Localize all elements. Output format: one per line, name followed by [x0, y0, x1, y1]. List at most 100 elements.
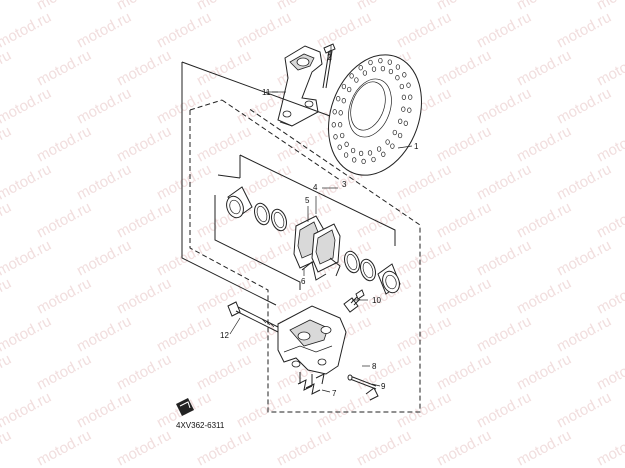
watermark-text: motod.ru — [434, 351, 494, 394]
watermark-text: motod.ru — [0, 9, 54, 52]
watermark-text: motod.ru — [74, 237, 134, 280]
seal-ring-right-1 — [344, 250, 360, 274]
watermark-text: motod.ru — [554, 161, 614, 204]
watermark-text: motod.ru — [474, 313, 534, 356]
leader-lines — [229, 50, 413, 393]
watermark-text: motod.ru — [394, 237, 454, 280]
watermark-text: motod.ru — [514, 427, 574, 468]
watermark-text: motod.ru — [594, 47, 625, 90]
watermark-text: motod.ru — [0, 47, 14, 90]
disc-hole — [408, 94, 413, 100]
disc-hole — [402, 72, 407, 78]
watermark-text: motod.ru — [74, 389, 134, 432]
watermark-text: motod.ru — [194, 351, 254, 394]
disc-hole — [388, 68, 394, 75]
watermark-text: motod.ru — [274, 123, 334, 166]
callout-5: 5 — [305, 196, 310, 205]
disc-hole — [337, 144, 342, 150]
callout-2: 2 — [327, 53, 332, 62]
disc-bolt — [322, 43, 336, 89]
disc-hole — [395, 75, 400, 81]
watermark-text: motod.ru — [0, 85, 54, 128]
callout-10: 10 — [372, 296, 381, 305]
watermark-text: motod.ru — [434, 123, 494, 166]
watermark-text: motod.ru — [34, 351, 94, 394]
watermark-text: motod.ru — [34, 199, 94, 242]
watermark-text: motod.ru — [0, 161, 54, 204]
disc-hole — [395, 64, 401, 70]
watermark-text: motod.ru — [194, 47, 254, 90]
disc-hole — [337, 122, 343, 128]
disc-hole — [340, 132, 345, 139]
piston-right — [377, 263, 401, 295]
disc-hole — [380, 65, 386, 72]
watermark-text: motod.ru — [554, 85, 614, 128]
disc-hole — [385, 139, 390, 145]
disc-hole — [397, 132, 403, 139]
diagram-code: 4XV362-6311 — [176, 421, 225, 430]
watermark-text: motod.ru — [594, 123, 625, 166]
watermark-text: motod.ru — [434, 427, 494, 468]
watermark-text: motod.ru — [594, 0, 625, 14]
watermark-text: motod.ru — [0, 199, 14, 242]
watermark-text: motod.ru — [434, 199, 494, 242]
watermark-text: motod.ru — [594, 351, 625, 394]
pin-clip — [365, 387, 379, 401]
disc-hole — [371, 156, 376, 163]
watermark-text: motod.ru — [474, 389, 534, 432]
watermark-text: motod.ru — [234, 237, 294, 280]
watermark-text: motod.ru — [154, 313, 214, 356]
callout-1: 1 — [414, 142, 419, 151]
watermark-text: motod.ru — [154, 9, 214, 52]
disc-hole — [403, 120, 408, 126]
watermark-text: motod.ru — [594, 275, 625, 318]
callout-9: 9 — [381, 382, 386, 391]
watermark-text: motod.ru — [554, 313, 614, 356]
disc-hole — [358, 150, 364, 157]
disc-hole — [399, 83, 404, 90]
watermark-text: motod.ru — [0, 275, 14, 318]
disc-hole — [368, 59, 373, 66]
watermark-text: motod.ru — [474, 237, 534, 280]
disc-hole — [350, 147, 356, 154]
callout-11: 11 — [262, 88, 271, 97]
watermark-text: motod.ru — [594, 427, 625, 468]
disc-hole — [331, 122, 336, 128]
watermark-text: motod.ru — [74, 161, 134, 204]
watermark-text: motod.ru — [0, 313, 54, 356]
caliper-bolt — [227, 301, 285, 335]
disc-hole — [381, 151, 386, 157]
watermark-text: motod.ru — [274, 427, 334, 468]
watermark-text: motod.ru — [394, 9, 454, 52]
watermark-text: motod.ru — [594, 199, 625, 242]
watermark-text: motod.ru — [194, 427, 254, 468]
disc-hole — [341, 83, 347, 90]
watermark-text: motod.ru — [554, 237, 614, 280]
disc-hole — [336, 96, 341, 102]
disc-hole — [338, 110, 343, 116]
watermark-text: motod.ru — [34, 123, 94, 166]
callout-8: 8 — [372, 362, 377, 371]
watermark-text: motod.ru — [514, 275, 574, 318]
watermark-text: motod.ru — [114, 275, 174, 318]
disc-hole — [358, 65, 363, 71]
watermark-text: motod.ru — [314, 9, 374, 52]
disc-hole — [361, 158, 366, 165]
piston-left — [226, 186, 253, 219]
watermark-text: motod.ru — [514, 199, 574, 242]
piston-group-frame — [214, 154, 396, 290]
caliper-assembly-boundary — [189, 107, 421, 413]
caliper-bracket — [266, 45, 323, 127]
watermark-text: motod.ru — [474, 9, 534, 52]
disc-hole — [378, 57, 383, 64]
watermark-text: motod.ru — [74, 313, 134, 356]
watermark-text: motod.ru — [394, 161, 454, 204]
watermark-text: motod.ru — [154, 85, 214, 128]
disc-hole — [367, 150, 373, 156]
watermark-text: motod.ru — [434, 275, 494, 318]
watermark-text: motod.ru — [114, 351, 174, 394]
watermark-text: motod.ru — [474, 161, 534, 204]
callout-6: 6 — [301, 277, 306, 286]
watermark-text: motod.ru — [394, 313, 454, 356]
